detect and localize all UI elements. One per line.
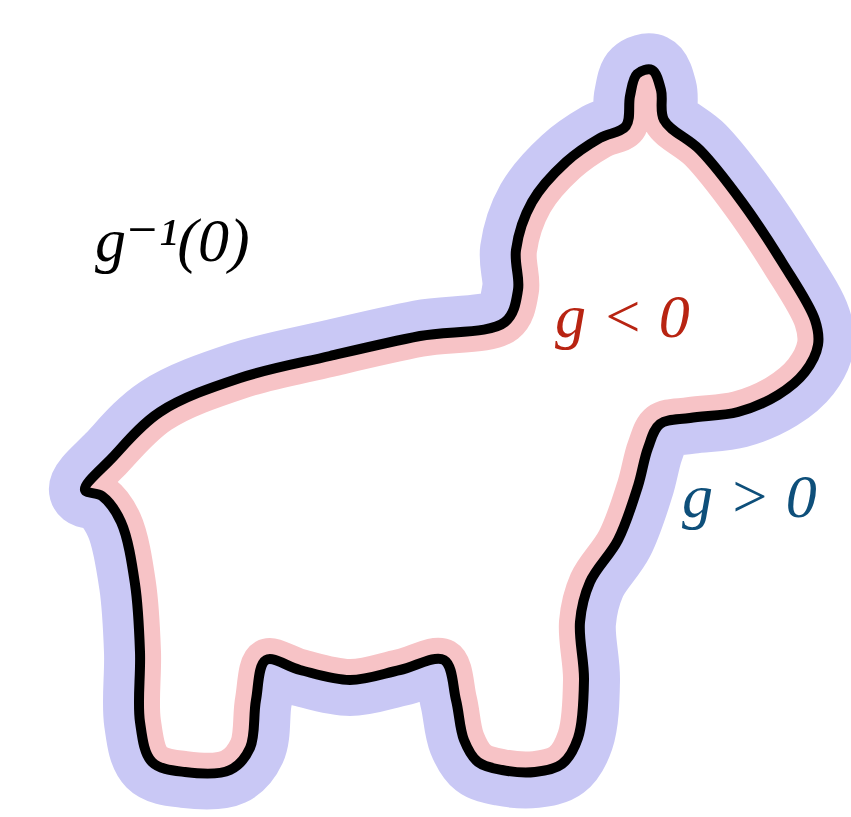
outside-label: g > 0 — [682, 462, 817, 530]
zero-level-set — [85, 69, 819, 773]
negative-band — [85, 69, 819, 773]
positive-band — [85, 69, 819, 773]
interior — [85, 69, 819, 773]
inside-label: g < 0 — [555, 282, 690, 350]
level-set-label: g⁻¹(0) — [95, 206, 250, 274]
